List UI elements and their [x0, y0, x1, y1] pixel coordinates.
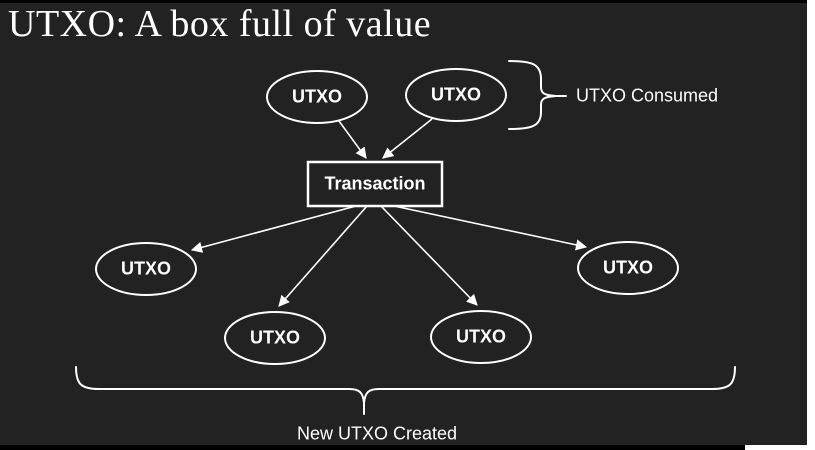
utxo-output-label-1: UTXO	[120, 258, 172, 279]
utxo-output-ellipse-2	[224, 311, 326, 365]
utxo-output-label-2: UTXO	[249, 327, 301, 348]
utxo-flow-diagram	[75, 60, 736, 415]
arrow-input2-to-transaction	[382, 118, 433, 159]
arrow-transaction-to-output2	[278, 205, 368, 307]
created-caption: New UTXO Created	[296, 423, 458, 444]
slide-title: UTXO: A box full of value	[8, 3, 432, 45]
utxo-output-ellipse-3	[430, 310, 532, 364]
utxo-output-ellipse-4	[577, 241, 679, 295]
utxo-input-ellipse-1	[266, 70, 368, 124]
utxo-input-label-1: UTXO	[291, 86, 343, 107]
bottom-edge-bar	[0, 445, 745, 450]
utxo-output-label-3: UTXO	[455, 326, 507, 347]
created-brace	[75, 366, 736, 415]
transaction-label: Transaction	[324, 173, 426, 194]
arrow-transaction-to-output1	[190, 205, 357, 253]
utxo-output-ellipse-1	[95, 242, 197, 296]
top-edge-bar	[0, 0, 807, 3]
arrow-transaction-to-output3	[380, 205, 478, 306]
right-page-margin	[807, 0, 815, 450]
utxo-output-label-4: UTXO	[602, 257, 654, 278]
arrow-input1-to-transaction	[338, 120, 367, 159]
consumed-caption: UTXO Consumed	[576, 85, 719, 106]
slide-canvas: UTXO: A box full of value	[0, 0, 807, 445]
utxo-input-ellipse-2	[405, 68, 507, 122]
utxo-input-label-2: UTXO	[430, 84, 482, 105]
transaction-box	[306, 160, 444, 208]
arrow-transaction-to-output4	[393, 205, 588, 251]
